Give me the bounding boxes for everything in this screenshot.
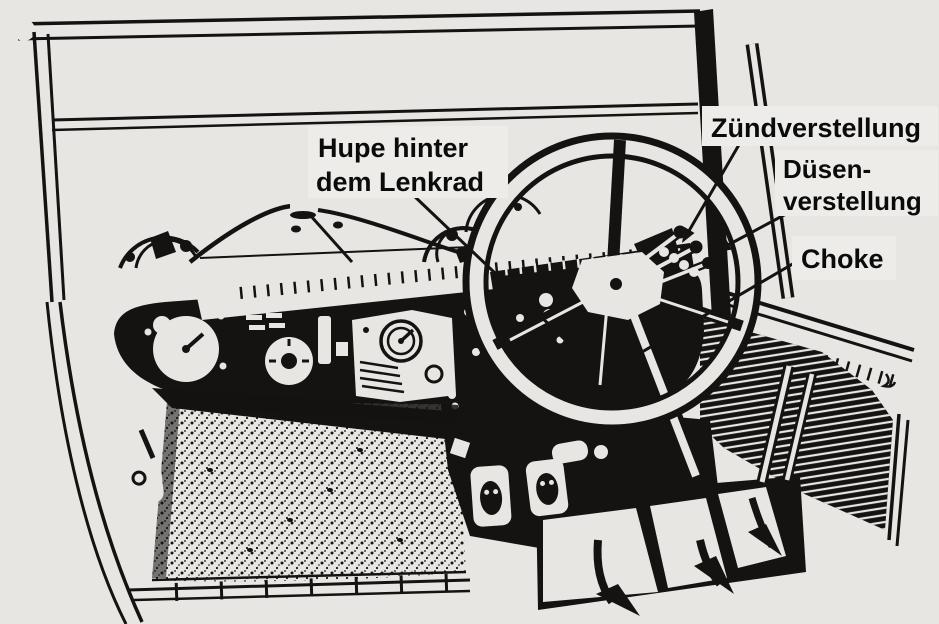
leader-horn [410, 192, 580, 354]
clutch-pedal-pad [470, 465, 512, 527]
door-latch [114, 450, 164, 506]
choke-label: Choke [801, 244, 884, 274]
seat-cushion [151, 388, 467, 582]
jet-label-box [775, 150, 938, 216]
wheel-hub [572, 252, 664, 320]
door-edge [58, 301, 144, 623]
dash-slot [318, 316, 331, 364]
right-gauge-plate [352, 310, 456, 402]
wheel-rim [462, 132, 762, 432]
leader-choke [629, 260, 797, 361]
arrowhead-choke [620, 352, 636, 365]
horn-label-line1: Hupe hinter [318, 133, 468, 163]
windshield-right-post [694, 9, 731, 318]
arrowhead-jet [716, 240, 732, 252]
center-knob [265, 337, 313, 385]
callout-labels: Hupe hinter dem Lenkrad Zündverstellung … [308, 106, 938, 280]
hood-dome [188, 203, 293, 264]
door-and-floor [45, 301, 471, 624]
gear-levers [593, 364, 817, 616]
horn-label-box [308, 126, 508, 198]
callout-leaders [410, 142, 797, 365]
windshield-frame [5, 9, 795, 318]
steering-wheel [462, 132, 762, 482]
hood-through-windshield [118, 193, 542, 269]
choke-label-box [792, 236, 896, 280]
leader-jet [727, 212, 787, 247]
ignition-label-box [702, 106, 938, 146]
floor-sill [127, 578, 471, 592]
ignition-label: Zündverstellung [711, 113, 921, 143]
brake-pedal-pad [525, 458, 569, 517]
jet-label-line1: Düsen- [783, 154, 871, 184]
frame-corner-knob [13, 19, 35, 41]
leader-ignition [684, 142, 742, 237]
arrowhead-ignition [682, 227, 695, 243]
pedals [449, 437, 608, 527]
vent-slots [243, 303, 285, 330]
horn-label-line2: dem Lenkrad [316, 167, 484, 197]
left-gauge [153, 316, 219, 382]
jet-label-line2: verstellung [783, 186, 922, 216]
instrument-cluster [144, 293, 564, 410]
